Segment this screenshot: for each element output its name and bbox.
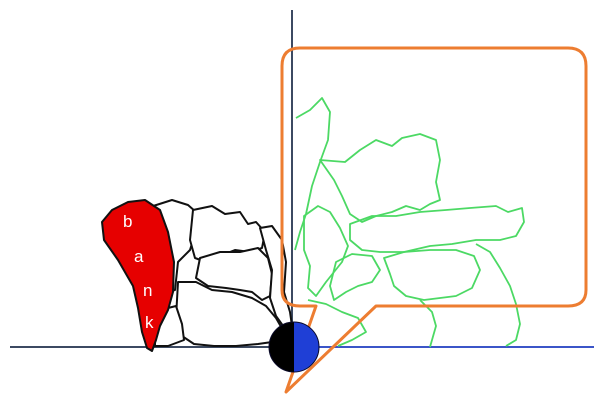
green-shape-f xyxy=(384,250,480,300)
green-shape-c xyxy=(350,206,524,252)
region-label-a: a xyxy=(134,247,144,266)
green-shape-e xyxy=(330,254,380,300)
green-shape-d xyxy=(304,206,348,296)
green-shape-g xyxy=(476,244,520,346)
region-label-n: n xyxy=(143,281,152,300)
region-label-k: k xyxy=(145,313,154,332)
reflected-shapes xyxy=(295,98,524,347)
green-shape-a xyxy=(295,98,330,250)
region-label-b: b xyxy=(123,212,132,231)
callout-bubble xyxy=(282,48,586,392)
green-shape-b xyxy=(320,134,440,222)
pivot-right-half xyxy=(294,320,320,374)
